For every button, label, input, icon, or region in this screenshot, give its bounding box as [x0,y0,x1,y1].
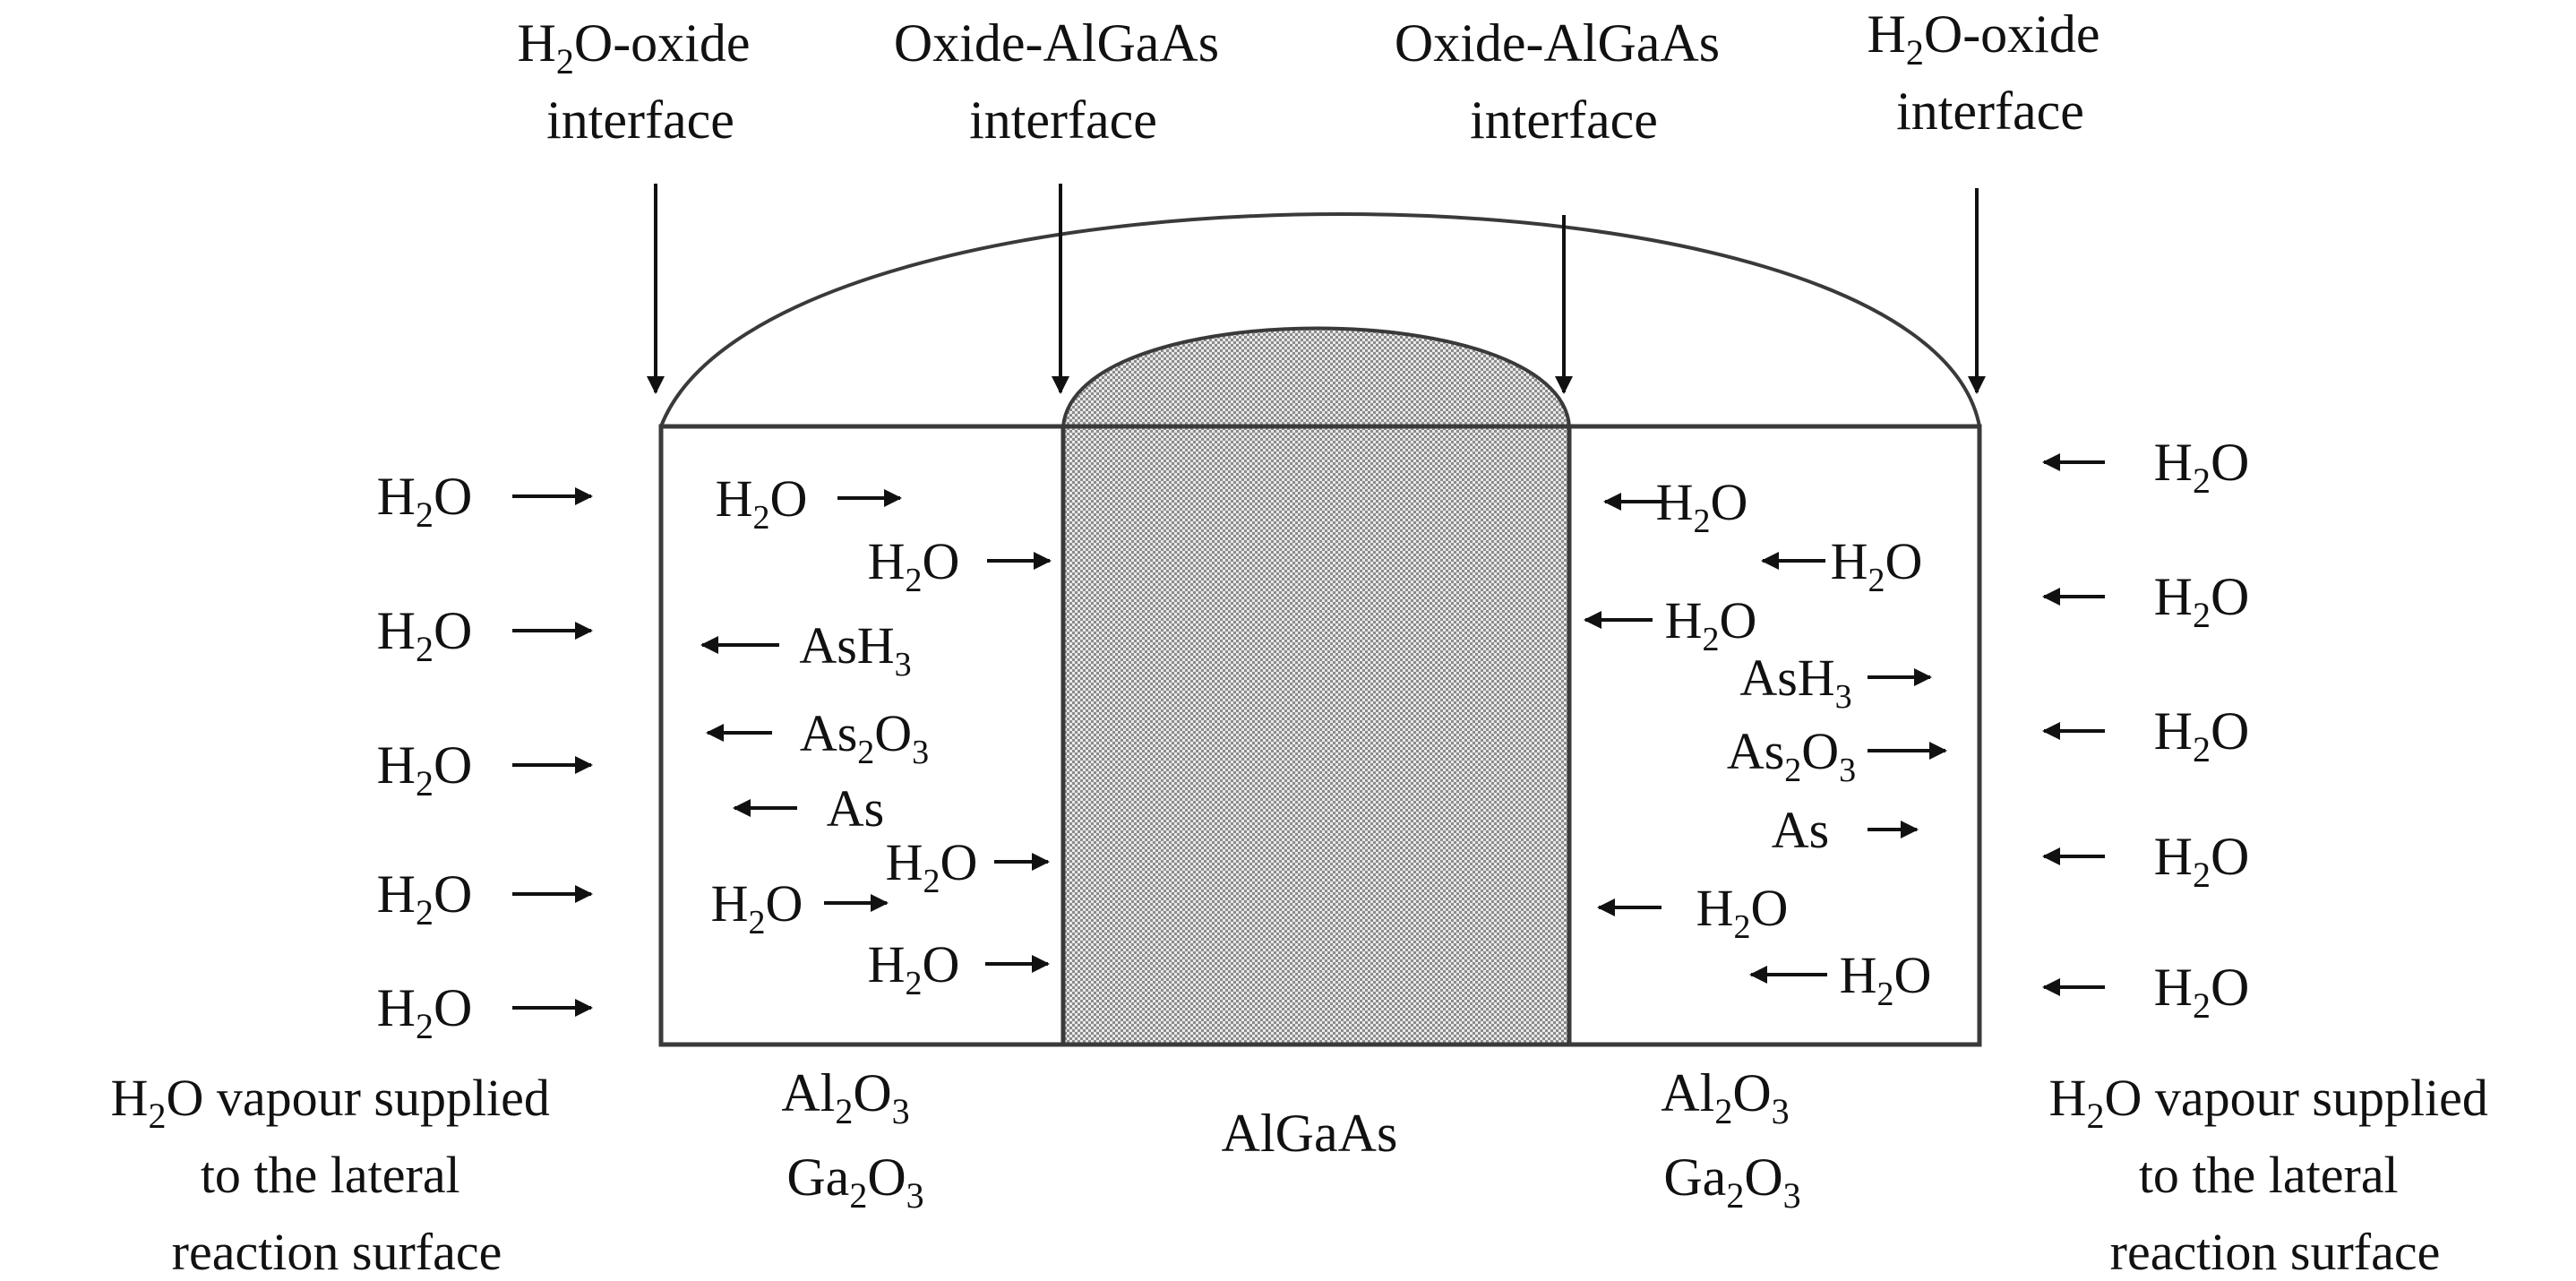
outer-right-h2o-label: H2O [2154,701,2250,769]
top-label-oxide-algaas-left: Oxide-AlGaAs interface [894,13,1232,150]
left-oxide-label-al2o3: Al2O3 [781,1063,909,1131]
outer-right-h2o-label: H2O [2154,827,2250,895]
inner-left-inflow-label: H2O [868,935,960,1002]
top-label-h2o-oxide-left: H2O-oxide interface [518,13,764,150]
outer-left-h2o-label: H2O [377,735,473,804]
caption-left: H2O vapour supplied to the lateral react… [111,1069,563,1281]
outer-right-h2o-label: H2O [2154,567,2250,635]
left-oxide-region [658,424,1066,1047]
inner-left-inflow-label: H2O [886,833,978,900]
inner-right-inflow-label: H2O [1831,532,1923,599]
algaas-core-region [1060,424,1572,1047]
outer-right-species: H2O H2O H2O H2O H2O [2042,433,2250,1026]
outer-left-h2o-label: H2O [377,978,473,1046]
inner-right-outflow-label: As [1772,801,1829,859]
interface-arrows [647,184,1986,394]
inner-right-inflow-label: H2O [1665,591,1757,658]
caption-right: H2O vapour supplied to the lateral react… [2049,1069,2502,1281]
top-label-h2o-oxide-right: H2O-oxide interface [1868,4,2114,141]
outer-left-h2o-label: H2O [377,601,473,669]
core-label-algaas: AlGaAs [1222,1104,1398,1163]
captions: H2O vapour supplied to the lateral react… [111,1069,2502,1281]
inner-left-outflow-label: As2O3 [800,704,929,771]
inner-right-outflow-label: AsH3 [1739,649,1851,716]
outer-right-h2o-label: H2O [2154,958,2250,1026]
top-labels: H2O-oxide interface Oxide-AlGaAs interfa… [518,4,2114,150]
algaas-dome [1060,326,1572,428]
structure [658,212,1982,1047]
right-oxide-label-al2o3: Al2O3 [1661,1063,1789,1131]
inner-right-inflow-label: H2O [1696,879,1789,946]
inner-left-inflow-label: H2O [868,532,960,599]
inner-right-inflow-label: H2O [1840,946,1932,1013]
inner-left-outflow-label: AsH3 [799,616,911,683]
inner-left-inflow-label: H2O [711,874,803,941]
right-oxide-label-ga2o3: Ga2O3 [1663,1148,1800,1216]
outer-left-h2o-label: H2O [377,467,473,535]
top-label-oxide-algaas-right: Oxide-AlGaAs interface [1395,13,1733,150]
outer-right-h2o-label: H2O [2154,433,2250,501]
region-labels: Al2O3 Ga2O3 AlGaAs Al2O3 Ga2O3 [781,1063,1800,1216]
inner-right-outflow-label: As2O3 [1727,722,1856,789]
outer-left-species: H2O H2O H2O H2O H2O [377,467,593,1046]
left-oxide-label-ga2o3: Ga2O3 [786,1148,923,1216]
inner-left-inflow-label: H2O [716,469,808,537]
inner-left-outflow-label: As [827,779,884,838]
outer-left-h2o-label: H2O [377,864,473,933]
outer-oxide-dome [659,212,1981,427]
